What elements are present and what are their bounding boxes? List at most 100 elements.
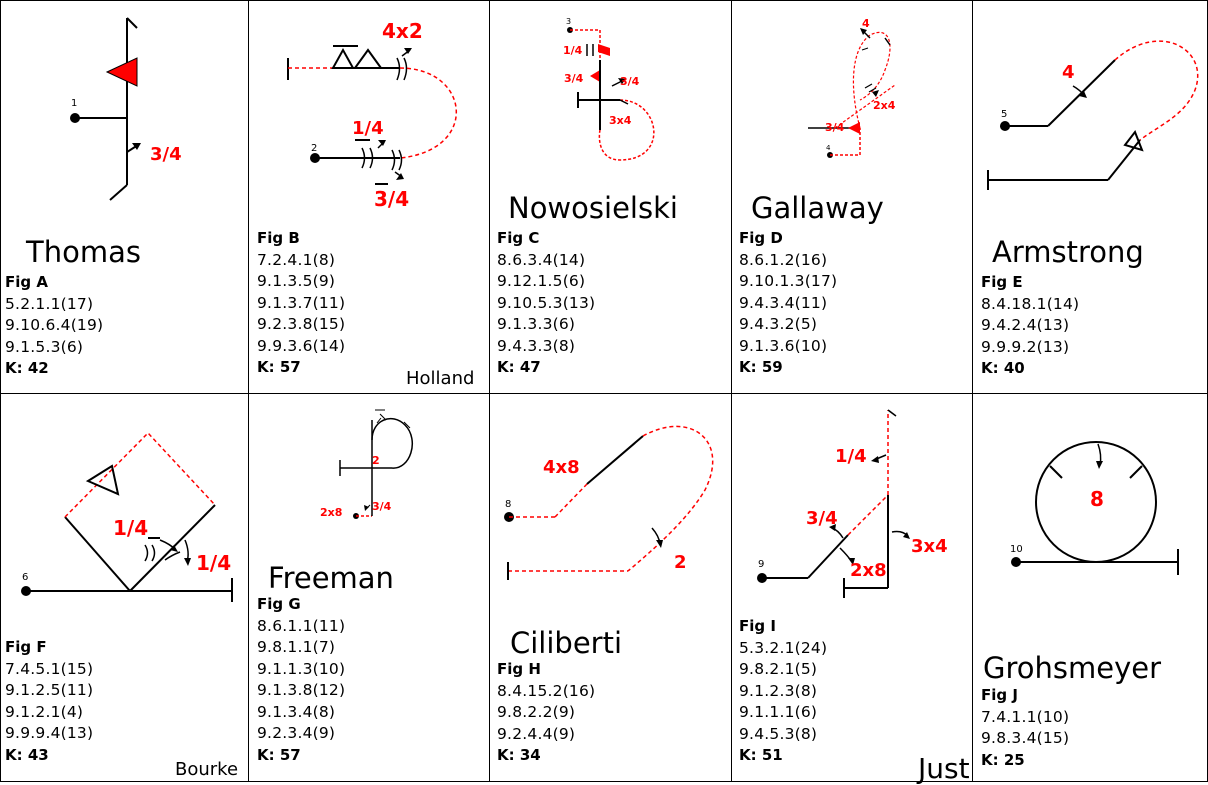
fig-f-label: 1/4	[196, 551, 231, 575]
code-line: 9.10.5.3(13)	[497, 293, 596, 312]
fig-title: Fig H	[497, 660, 541, 678]
fig-e-label: 4	[1062, 62, 1075, 83]
fig-a-label: 3/4	[150, 144, 182, 165]
code-line: 9.8.1.1(7)	[257, 638, 336, 656]
k-value: K: 57	[257, 358, 301, 376]
fig-c-label: 1/4	[563, 44, 583, 57]
fig-title: Fig B	[257, 229, 300, 247]
column-divider	[972, 0, 973, 782]
fig-g-block: Fig G 8.6.1.1(11) 9.8.1.1(7) 9.1.1.3(10)…	[257, 594, 345, 766]
fig-c-block: Fig C 8.6.3.4(14) 9.12.1.5(6) 9.10.5.3(1…	[497, 228, 595, 379]
fig-f-label: 1/4	[113, 516, 148, 540]
k-value: K: 43	[5, 745, 49, 764]
fig-g-label: 3/4	[372, 500, 392, 513]
fig-b-label: 4x2	[382, 19, 423, 43]
fig-c-label: 3/4	[564, 72, 584, 85]
code-line: 9.9.9.2(13)	[981, 337, 1070, 356]
fig-d-block: Fig D 8.6.1.2(16) 9.10.1.3(17) 9.4.3.4(1…	[739, 228, 837, 379]
code-line: 8.4.18.1(14)	[981, 294, 1080, 313]
k-value: K: 47	[497, 358, 541, 376]
fig-i-label: 1/4	[835, 446, 867, 467]
fig-title: Fig A	[5, 273, 48, 291]
code-line: 9.4.3.4(11)	[739, 293, 828, 312]
code-line: 9.1.3.8(12)	[257, 681, 346, 699]
fig-title: Fig I	[739, 617, 776, 635]
node-number: 10	[1010, 544, 1023, 555]
fig-i-label: 3/4	[806, 508, 838, 529]
code-line: 9.8.3.4(15)	[981, 729, 1070, 747]
side-name: Bourke	[175, 759, 239, 780]
code-line: 9.1.5.3(6)	[5, 337, 84, 356]
fig-title: Fig J	[981, 686, 1018, 704]
fig-h-label: 2	[674, 552, 687, 573]
fig-b-label: 3/4	[374, 187, 409, 211]
fig-title: Fig F	[5, 638, 47, 656]
code-line: 7.2.4.1(8)	[257, 250, 336, 269]
k-value: K: 59	[739, 358, 783, 376]
code-line: 9.2.3.8(15)	[257, 315, 346, 333]
k-value: K: 57	[257, 745, 301, 764]
name-label: Freeman	[268, 561, 394, 595]
name-label: Gallaway	[751, 191, 884, 225]
node-number: 9	[758, 559, 764, 570]
column-divider	[489, 0, 490, 782]
code-line: 8.4.15.2(16)	[497, 681, 596, 700]
code-line: 9.1.3.5(9)	[257, 272, 336, 290]
code-line: 8.6.3.4(14)	[497, 250, 586, 269]
fig-e-block: Fig E 8.4.18.1(14) 9.4.2.4(13) 9.9.9.2(1…	[981, 272, 1079, 380]
name-label: Ciliberti	[510, 626, 623, 660]
code-line: 8.6.1.1(11)	[257, 616, 346, 635]
name-label: Thomas	[26, 235, 141, 269]
side-name: Just	[918, 752, 970, 785]
code-line: 9.1.1.1(6)	[739, 703, 818, 721]
fig-g-label: 2	[372, 454, 380, 467]
fig-j-label: 8	[1090, 487, 1104, 511]
fig-b-label: 1/4	[352, 118, 384, 139]
node-number: 1	[71, 98, 78, 109]
row-divider	[0, 393, 1208, 394]
code-line: 9.1.1.3(10)	[257, 659, 346, 678]
node-number: 4	[826, 144, 831, 152]
code-line: 9.1.2.3(8)	[739, 681, 818, 700]
node-number: 6	[22, 572, 28, 583]
code-line: 9.2.3.4(9)	[257, 724, 336, 742]
code-line: 9.8.2.1(5)	[739, 660, 818, 678]
code-line: 9.9.3.6(14)	[257, 336, 346, 355]
fig-title: Fig C	[497, 229, 540, 247]
name-label: Nowosielski	[508, 191, 678, 225]
code-line: 9.9.9.4(13)	[5, 724, 94, 742]
node-number: 5	[1001, 109, 1007, 120]
fig-title: Fig G	[257, 595, 301, 613]
node-number: 8	[505, 499, 511, 510]
code-line: 9.8.2.2(9)	[497, 703, 576, 721]
code-line: 9.4.5.3(8)	[739, 724, 818, 743]
code-line: 9.1.3.4(8)	[257, 702, 336, 721]
k-value: K: 40	[981, 359, 1025, 377]
fig-i-label: 3x4	[911, 536, 948, 557]
k-value: K: 51	[739, 746, 783, 764]
fig-h-label: 4x8	[543, 457, 580, 478]
fig-b-block: Fig B 7.2.4.1(8) 9.1.3.5(9) 9.1.3.7(11) …	[257, 228, 345, 379]
fig-g-label: 2x8	[320, 506, 342, 519]
fig-d-label: 2x4	[873, 99, 896, 112]
code-line: 8.6.1.2(16)	[739, 250, 828, 269]
k-value: K: 25	[981, 750, 1025, 769]
name-label: Armstrong	[992, 235, 1144, 269]
node-number: 2	[311, 143, 317, 154]
fig-a-block: Fig A 5.2.1.1(17) 9.10.6.4(19) 9.1.5.3(6…	[5, 272, 103, 380]
fig-f-block: Fig F 7.4.5.1(15) 9.1.2.5(11) 9.1.2.1(4)…	[5, 637, 93, 766]
fig-d-label: 4	[862, 17, 870, 30]
code-line: 9.2.4.4(9)	[497, 724, 576, 743]
k-value: K: 42	[5, 359, 49, 377]
fig-i-label: 2x8	[850, 560, 887, 581]
